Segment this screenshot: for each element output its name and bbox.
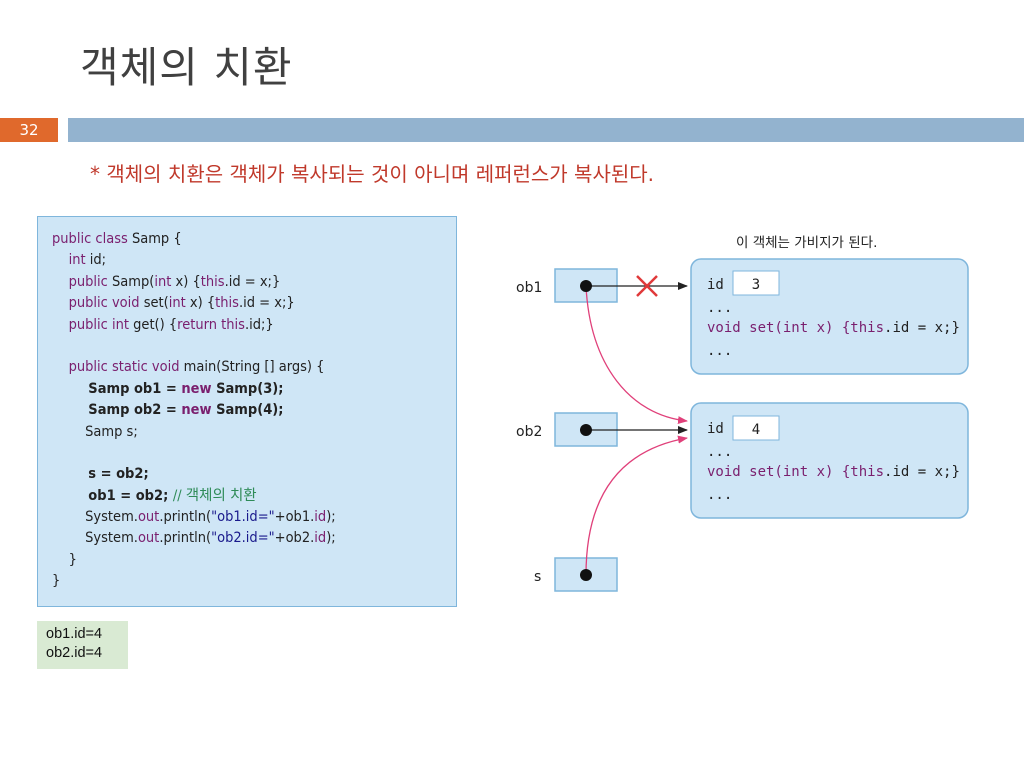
- code-token: id;: [89, 252, 107, 269]
- code-listing: public class Samp { int id; public Samp(…: [37, 216, 457, 607]
- ref-dot-ob2: [580, 424, 592, 436]
- code-line: System.out.println("ob2.id="+ob2.id);: [52, 528, 336, 549]
- code-token: get() {: [133, 316, 178, 333]
- code-line: Samp ob1 = new Samp(3);: [52, 379, 336, 400]
- slide-number: 32: [0, 118, 58, 142]
- object1-field-label: id: [707, 277, 724, 293]
- code-token: out: [137, 530, 160, 547]
- code-token: .id = x;}: [224, 273, 281, 290]
- ref-label-s: s: [534, 569, 541, 585]
- code-line: }: [52, 550, 336, 571]
- code-token: .println(: [159, 530, 212, 547]
- code-line: s = ob2;: [52, 464, 336, 485]
- code-token: .id;}: [244, 316, 274, 333]
- code-token: id: [314, 509, 327, 526]
- console-output: ob1.id=4 ob2.id=4: [37, 621, 128, 669]
- code-token: this: [200, 273, 225, 290]
- object2-method: void set(int x) {this.id = x;}: [707, 464, 960, 480]
- code-line: public Samp(int x) {this.id = x;}: [52, 272, 336, 293]
- ref-dot-ob1: [580, 280, 592, 292]
- object2-field-label: id: [707, 421, 724, 437]
- code-token: x) {: [175, 273, 201, 290]
- code-line: [52, 336, 336, 357]
- code-token: );: [326, 530, 336, 547]
- code-token: "ob2.id=": [211, 530, 275, 547]
- code-token: public: [52, 273, 112, 290]
- code-token: int: [154, 273, 176, 290]
- code-token: public void: [52, 295, 144, 312]
- object2-value: 4: [752, 422, 760, 438]
- object1-method: void set(int x) {this.id = x;}: [707, 320, 960, 336]
- code-token: return this: [177, 316, 245, 333]
- code-line: Samp ob2 = new Samp(4);: [52, 400, 336, 421]
- code-line: public static void main(String [] args) …: [52, 357, 336, 378]
- object2-value-box: [732, 415, 780, 441]
- ref-dot-s: [580, 569, 592, 581]
- output-line: ob1.id=4: [46, 626, 103, 642]
- code-line: Samp s;: [52, 422, 336, 443]
- code-token: System.: [52, 530, 138, 547]
- header-bar: [68, 118, 1024, 142]
- code-token: public int: [52, 316, 134, 333]
- object1-value-box: [732, 270, 780, 296]
- code-token: "ob1.id=": [211, 509, 275, 526]
- code-token: id: [314, 530, 327, 547]
- code-token: Samp(: [111, 273, 155, 290]
- code-token: int: [168, 295, 190, 312]
- code-line: int id;: [52, 250, 336, 271]
- code-token: +ob1.: [274, 509, 315, 526]
- object2-ellipsis: ...: [707, 444, 732, 460]
- code-token: out: [137, 509, 160, 526]
- code-line: ob1 = ob2; // 객체의 치환: [52, 486, 336, 507]
- code-token: }: [52, 551, 77, 568]
- code-token: int: [52, 252, 90, 269]
- code-token: Samp ob2 =: [52, 402, 182, 419]
- code-line: [52, 443, 336, 464]
- code-token: Samp ob1 =: [52, 380, 182, 397]
- code-token: public static void: [52, 359, 184, 376]
- object1-value: 3: [752, 277, 760, 293]
- output-line: ob2.id=4: [46, 645, 103, 661]
- code-token: ob1 = ob2;: [52, 487, 173, 504]
- code-token: public class: [52, 231, 132, 247]
- code-token: set(: [143, 295, 169, 312]
- code-text: public class Samp { int id; public Samp(…: [52, 229, 336, 593]
- s-arrow: [585, 435, 688, 576]
- code-token: System.: [52, 509, 138, 526]
- code-line: public void set(int x) {this.id = x;}: [52, 293, 336, 314]
- code-token: x) {: [189, 295, 216, 312]
- code-token: +ob2.: [274, 530, 315, 547]
- cross-icon: [636, 275, 658, 297]
- object1-ellipsis: ...: [707, 300, 732, 316]
- ob1-new-arrow: [585, 285, 688, 425]
- code-token: this: [215, 295, 239, 312]
- code-token: new: [181, 402, 217, 419]
- code-token: Samp(4);: [216, 402, 284, 419]
- code-token: // 객체의 치환: [172, 487, 257, 504]
- ref-label-ob1: ob1: [516, 280, 542, 296]
- slide-subtitle: * 객체의 치환은 객체가 복사되는 것이 아니며 레퍼런스가 복사된다.: [90, 162, 655, 186]
- slide-title: 객체의 치환: [80, 43, 293, 92]
- code-token: Samp s;: [52, 423, 138, 440]
- code-line: public int get() {return this.id;}: [52, 315, 336, 336]
- code-token: Samp(3);: [216, 380, 284, 397]
- reference-diagram: 이 객체는 가비지가 된다. ob1 ob2 s id 3 ... void s…: [516, 235, 969, 592]
- code-token: .println(: [159, 509, 212, 526]
- object1-ellipsis: ...: [707, 343, 732, 359]
- code-token: }: [52, 573, 61, 590]
- object2-ellipsis: ...: [707, 487, 732, 503]
- code-token: .id = x;}: [238, 295, 295, 312]
- code-line: }: [52, 571, 336, 592]
- code-token: main(String [] args) {: [183, 359, 325, 376]
- code-token: new: [181, 380, 217, 397]
- garbage-note: 이 객체는 가비지가 된다.: [736, 235, 877, 251]
- code-token: s = ob2;: [52, 466, 149, 483]
- code-token: Samp {: [131, 231, 182, 247]
- ref-label-ob2: ob2: [516, 424, 542, 440]
- code-line: public class Samp {: [52, 229, 336, 250]
- code-line: System.out.println("ob1.id="+ob1.id);: [52, 507, 336, 528]
- code-token: );: [326, 509, 336, 526]
